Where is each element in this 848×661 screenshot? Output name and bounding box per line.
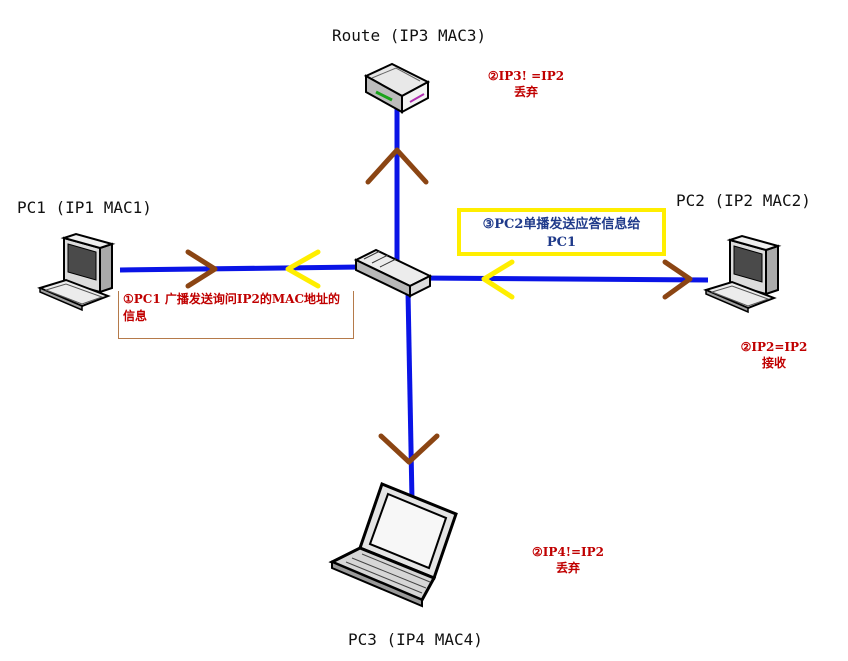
pc3-drop-note: ②IP4!=IP2 丢弃 (518, 544, 618, 576)
links (119, 100, 709, 501)
pc2-label: PC2 (IP2 MAC2) (676, 191, 811, 210)
reply-arrow-switch-to-pc1 (285, 249, 321, 289)
route-note-line1: ②IP3! =IP2 (487, 69, 565, 83)
pc2-reply-line2: PC1 (546, 235, 577, 250)
pc2-reply-line1: ③PC2单播发送应答信息给 (482, 217, 641, 232)
route-label: Route (IP3 MAC3) (332, 26, 487, 45)
switch-icon (353, 248, 433, 298)
arrow-to-pc3 (378, 433, 440, 465)
pc2-reply-note: ③PC2单播发送应答信息给 PC1 (457, 208, 666, 256)
laptop-icon (328, 482, 458, 608)
reply-arrow-pc2-to-switch (481, 259, 515, 300)
desktop-pc-icon (703, 234, 782, 314)
route-note-line2: 丢弃 (513, 85, 538, 99)
link-switch-pc3 (405, 291, 415, 501)
reply-arrows (285, 249, 515, 300)
pc3-label: PC3 (IP4 MAC4) (348, 630, 483, 649)
link-switch-pc1 (119, 264, 361, 273)
pc3-note-line1: ②IP4!=IP2 (531, 545, 605, 559)
pc2-accept-note: ②IP2=IP2 接收 (724, 339, 824, 371)
route-drop-note: ②IP3! =IP2 丢弃 (476, 68, 576, 100)
link-switch-pc2 (419, 275, 709, 283)
arrow-to-pc2 (662, 259, 693, 300)
arrow-to-route (365, 147, 429, 185)
arrow-pc1-to-switch (185, 249, 218, 289)
desktop-pc-icon (37, 232, 116, 312)
pc1-broadcast-note: ①PC1 广播发送询问IP2的MAC地址的信息 (118, 291, 354, 339)
pc3-note-line2: 丢弃 (555, 561, 580, 575)
pc2-note-line1: ②IP2=IP2 (740, 340, 808, 354)
router-icon (363, 62, 431, 114)
pc2-note-line2: 接收 (761, 356, 786, 370)
broadcast-arrows (185, 147, 693, 465)
pc1-label: PC1 (IP1 MAC1) (17, 198, 152, 217)
